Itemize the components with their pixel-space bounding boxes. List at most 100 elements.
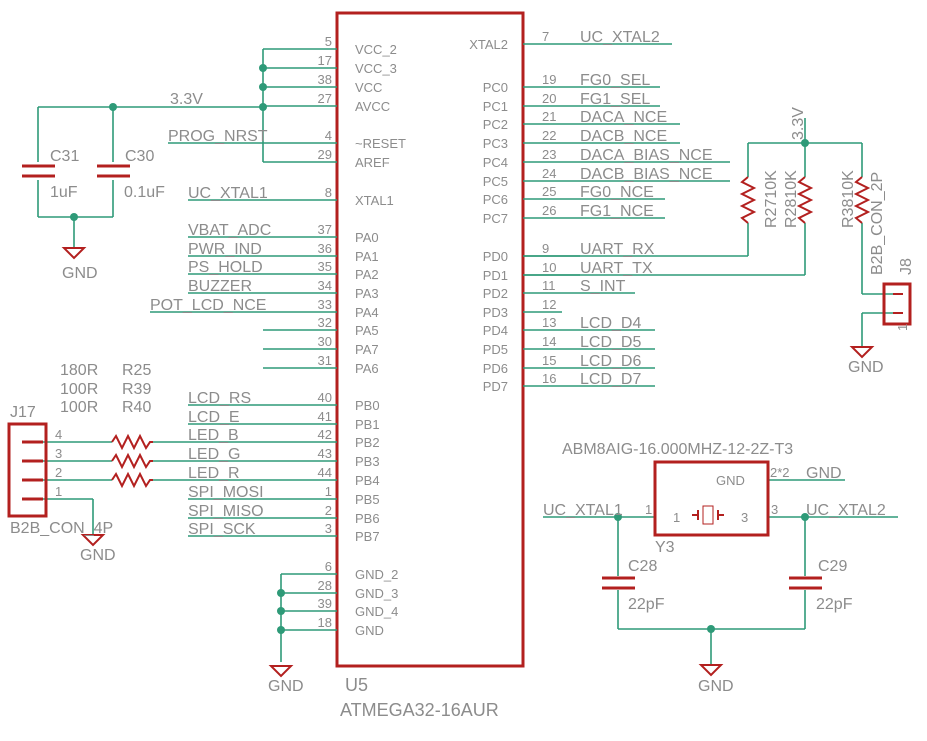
pin-name: VCC_2: [355, 42, 397, 57]
pin-name: GND_4: [355, 604, 398, 619]
net-label: LED_B: [188, 427, 239, 444]
pin-number: 39: [318, 596, 332, 611]
mcu-value: ATMEGA32-16AUR: [340, 700, 499, 720]
pin-name: PB5: [355, 492, 380, 507]
net-label: LED_G: [188, 446, 240, 463]
pin-number: 27: [318, 91, 332, 106]
pin-number: 22: [542, 128, 556, 143]
net-label: S_INT: [580, 278, 626, 295]
r40-ref: R40: [122, 399, 151, 416]
net-label: PROG_NRST: [168, 128, 268, 145]
pin-name: PC1: [483, 99, 508, 114]
r27-label: R2710K: [763, 170, 780, 228]
pin-number: 11: [542, 278, 556, 293]
c30-value: 0.1uF: [124, 184, 165, 201]
crystal-pin3-inner: 3: [741, 510, 748, 525]
crystal-pin1-inner: 1: [673, 510, 680, 525]
pin-name: ~RESET: [355, 136, 406, 151]
net-label: PS_HOLD: [188, 259, 263, 276]
pin-number: 44: [318, 465, 332, 480]
net-label: FG1_NCE: [580, 203, 654, 220]
gnd-label-1: GND: [62, 265, 98, 282]
net-label: FG0_NCE: [580, 184, 654, 201]
crystal-pin3-outer: 3: [771, 502, 778, 517]
capacitor-c29: C29 22pF: [789, 558, 853, 613]
pin-name: PA3: [355, 286, 379, 301]
j8-ref: J8: [898, 258, 915, 275]
gnd-symbol-crystal: GND: [698, 664, 734, 695]
pin-name: PB1: [355, 417, 380, 432]
pin-name: PC6: [483, 192, 508, 207]
pin-name: PD6: [483, 361, 508, 376]
pin-number: 43: [318, 446, 332, 461]
c30-ref: C30: [125, 148, 154, 165]
connector-j8: B2B_CON_2P J8 1: [869, 172, 915, 331]
pin-name: VCC: [355, 80, 382, 95]
pin-number: 4: [325, 128, 332, 143]
gnd-label-3: GND: [80, 547, 116, 564]
led-resistor-labels: 180R R25 100R R39 100R R40: [60, 362, 151, 416]
pin-number: 42: [318, 427, 332, 442]
pin-name: PA1: [355, 249, 379, 264]
pin-number: 2: [325, 503, 332, 518]
j8-value: B2B_CON_2P: [869, 172, 886, 275]
net-label: SPI_MISO: [188, 503, 264, 520]
pin-name: XTAL2: [469, 37, 508, 52]
pin-name: XTAL1: [355, 193, 394, 208]
pin-name: PB3: [355, 454, 380, 469]
pin-number: 13: [542, 315, 556, 330]
crystal-inner-gnd: GND: [716, 473, 745, 488]
gnd-label-5: GND: [698, 678, 734, 695]
pin-name: PD5: [483, 342, 508, 357]
net-label: DACB_BIAS_NCE: [580, 166, 713, 183]
j17-pin-3: 3: [55, 446, 62, 461]
pin-name: PC0: [483, 80, 508, 95]
capacitor-c31: C31 1uF: [22, 148, 79, 201]
r39-ref: R39: [122, 381, 151, 398]
pin-name: PD4: [483, 323, 508, 338]
pin-name: PD2: [483, 286, 508, 301]
net-label: POT_LCD_NCE: [150, 297, 266, 314]
crystal-net2: UC_XTAL2: [806, 502, 886, 519]
r38-label: R3810K: [840, 170, 857, 228]
pin-number: 9: [542, 241, 549, 256]
pin-number: 7: [542, 29, 549, 44]
pin-name: PA6: [355, 361, 379, 376]
pin-name: PC3: [483, 136, 508, 151]
pin-name: VCC_3: [355, 61, 397, 76]
pin-name: PC7: [483, 211, 508, 226]
c31-value: 1uF: [50, 184, 78, 201]
pin-number: 24: [542, 166, 556, 181]
pin-name: PB4: [355, 473, 380, 488]
pin-number: 15: [542, 353, 556, 368]
net-label: BUZZER: [188, 278, 252, 295]
gnd-label-4: GND: [848, 359, 884, 376]
pin-number: 16: [542, 371, 556, 386]
crystal-glyph-icon: [692, 505, 724, 525]
pin-number: 41: [318, 409, 332, 424]
pin-number: 30: [318, 334, 332, 349]
net-label: LED_R: [188, 465, 240, 482]
